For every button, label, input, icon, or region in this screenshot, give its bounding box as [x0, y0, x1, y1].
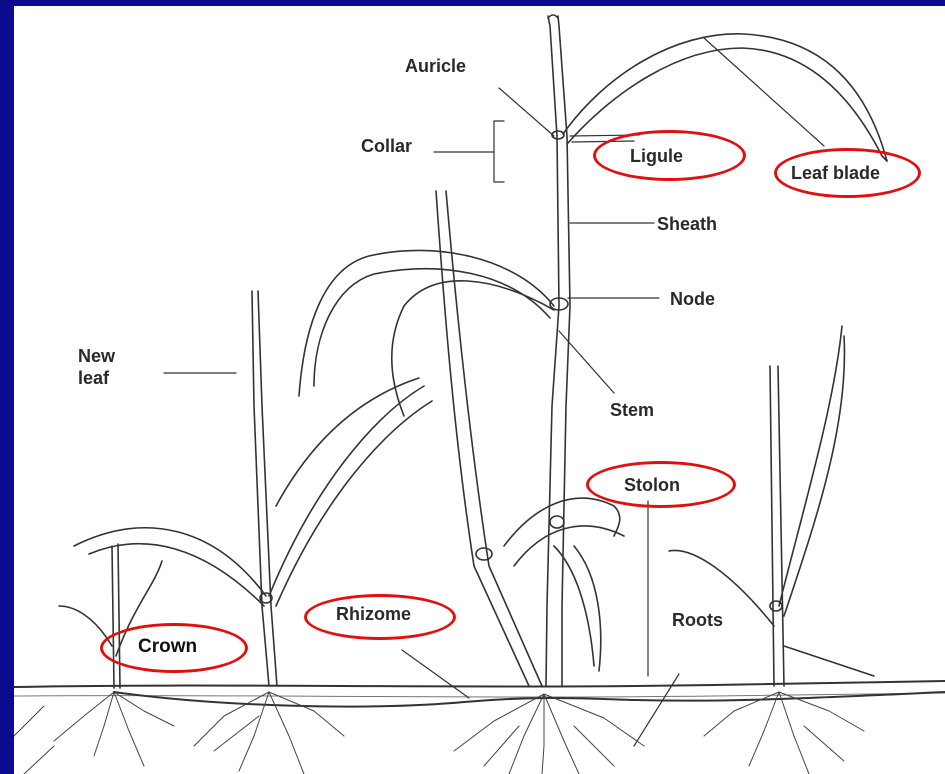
highlight-oval-leaf-blade — [774, 148, 921, 198]
highlight-oval-stolon — [586, 461, 736, 508]
soil-surface — [14, 681, 945, 697]
label-stem: Stem — [610, 400, 654, 420]
highlight-oval-ligule — [593, 130, 746, 181]
label-auricle: Auricle — [405, 56, 466, 76]
main-stem — [546, 15, 570, 686]
left-arching-leaf — [74, 528, 266, 606]
label-node: Node — [670, 289, 715, 309]
label-new-leaf-line1: New — [78, 346, 115, 366]
node-leaf-drawing — [299, 250, 554, 416]
highlight-oval-rhizome — [304, 594, 456, 640]
label-sheath: Sheath — [657, 214, 717, 234]
label-roots: Roots — [672, 610, 723, 630]
diagram-panel: Auricle Collar Ligule Leaf blade Sheath … — [14, 6, 945, 774]
right-plant — [669, 326, 874, 686]
label-collar: Collar — [361, 136, 412, 156]
label-new-leaf-line2: leaf — [78, 368, 109, 388]
highlight-oval-crown — [100, 623, 248, 673]
